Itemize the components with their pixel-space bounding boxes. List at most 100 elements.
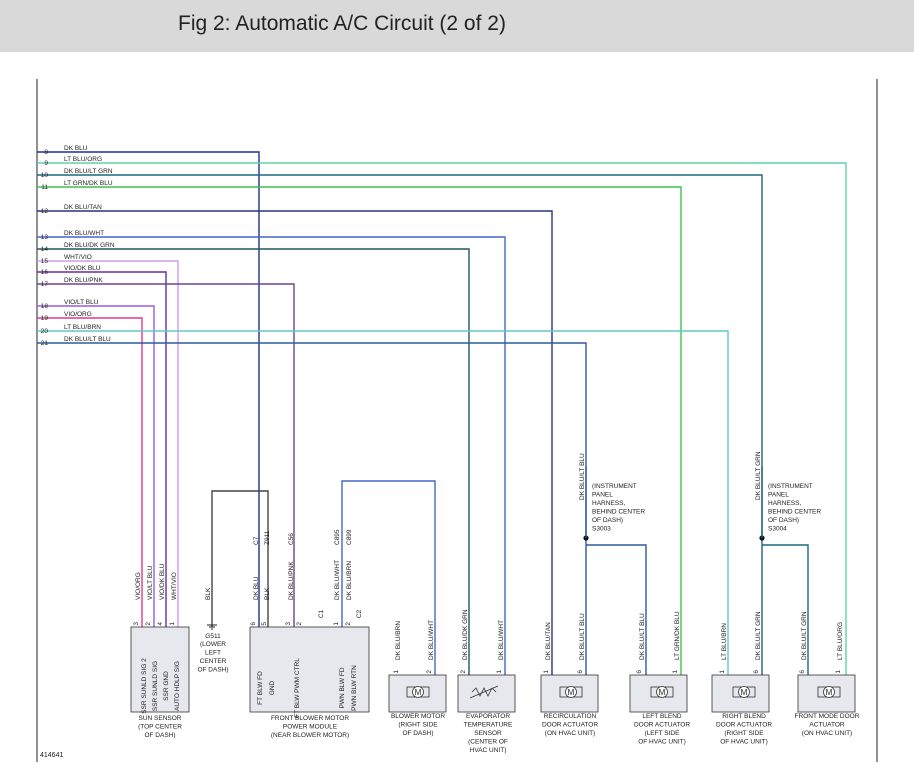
harness-wire-label: VIO/LT BLU <box>64 299 99 306</box>
component-label-line: OF DASH) <box>402 730 433 737</box>
pin-number: 1 <box>496 670 503 674</box>
harness-pin-label: 14 <box>41 246 49 253</box>
vertical-label-auto-hdlp-sig: AUTO HDLP SIG <box>174 661 181 711</box>
component-label-line: BLOWER MOTOR <box>391 713 445 720</box>
pin-number: 2 <box>460 670 467 674</box>
harness-pin-label: 10 <box>41 172 49 179</box>
component-label-line: (ON HVAC UNIT) <box>545 730 595 737</box>
harness-pin-label: 20 <box>41 328 49 335</box>
harness-wire-label: DK BLU/TAN <box>64 204 102 211</box>
wire-17-dk-blu-pnk <box>37 283 295 675</box>
harness-wire-label: DK BLU/DK GRN <box>64 242 115 249</box>
pin-number: 2 <box>426 670 433 674</box>
vertical-label-dk-blu-wht: DK BLU/WHT <box>498 620 505 660</box>
vertical-label-pwn-blw-rtn: PWN BLW RTN <box>351 665 358 711</box>
vertical-label-dk-blu-wht: DK BLU/WHT <box>334 560 341 600</box>
vertical-label-dk-blu-lt-blu: DK BLU/LT BLU <box>579 453 586 500</box>
harness-pin-label: 15 <box>41 258 49 265</box>
wire-15-wht-vio <box>37 260 179 675</box>
ground-location-line: (LOWER <box>200 641 226 648</box>
sun-sensor-box <box>130 626 190 713</box>
connector-label: C1 <box>318 609 325 618</box>
pin-number: 1 <box>333 622 340 626</box>
vertical-label-c56: C56 <box>288 533 295 545</box>
harness-pin-label: 9 <box>44 160 48 167</box>
splice-note-line: PANEL <box>768 492 789 499</box>
vertical-label-lt-blu-org: LT BLU/ORG <box>837 622 844 660</box>
vertical-label-gnd: GND <box>269 680 276 695</box>
blower-module-box <box>249 626 370 713</box>
motor-symbol-circle <box>738 686 750 698</box>
pin-number: 3 <box>285 622 292 626</box>
motor-symbol-label: M <box>741 688 748 697</box>
ground-location-line: CENTER <box>200 658 227 665</box>
component-label-line: SUN SENSOR <box>139 715 182 722</box>
pin-number: 6 <box>799 670 806 674</box>
wire-splice-s3003-left-blend <box>586 544 647 675</box>
pin-number: 6 <box>753 670 760 674</box>
harness-pin-label: 13 <box>41 234 49 241</box>
component-label-line: LEFT BLEND <box>642 713 682 720</box>
component-label-line: EVAPORATOR <box>466 713 510 720</box>
component-label-line: FRONT MODE DOOR <box>795 713 860 720</box>
motor-symbol-label: M <box>415 688 422 697</box>
wires <box>37 151 847 675</box>
component-label-line: DOOR ACTUATOR <box>716 722 772 729</box>
vertical-label-c895: C895 <box>334 529 341 545</box>
vertical-label-ssr-sunld-sig: SSR SUNLD SIG <box>152 661 159 711</box>
vertical-label-dk-blu-pnk: DK BLU/PNK <box>288 561 295 600</box>
wire-blk-ground <box>211 490 269 627</box>
vertical-label-dk-blu-dk-grn: DK BLU/DK GRN <box>462 609 469 660</box>
splice-note-line: OF DASH) <box>592 517 623 524</box>
vertical-label-blk: BLK <box>264 587 271 600</box>
pin-number: 6 <box>250 622 257 626</box>
splice-note-line: BEHIND CENTER <box>592 509 645 516</box>
component-label-line: SENSOR <box>474 730 502 737</box>
thermistor-symbol <box>471 687 497 697</box>
component-label-line: RECIRCULATION <box>544 713 597 720</box>
figure-title: Fig 2: Automatic A/C Circuit (2 of 2) <box>178 12 506 35</box>
component-label-line: (NEAR BLOWER MOTOR) <box>271 732 349 739</box>
pin-number: 3 <box>133 622 140 626</box>
harness-wire-label: DK BLU/WHT <box>64 230 104 237</box>
pin-number: 1 <box>835 670 842 674</box>
harness-wire-label: VIO/ORG <box>64 311 92 318</box>
vertical-label-dk-blu-tan: DK BLU/TAN <box>545 622 552 660</box>
component-label-line: (ON HVAC UNIT) <box>802 730 852 737</box>
wire-splice-s3004-mode <box>762 544 809 675</box>
wire-9-lt-blu-org <box>37 162 847 675</box>
splice-note-line: HARNESS, <box>768 500 801 507</box>
wire-19-vio-org <box>37 317 143 675</box>
vertical-label-dk-blu-wht: DK BLU/WHT <box>428 620 435 660</box>
pin-number: 6 <box>577 670 584 674</box>
pin-number: 2 <box>296 622 303 626</box>
splice-note-line: HARNESS, <box>592 500 625 507</box>
component-label-line: POWER MODULE <box>283 724 338 731</box>
components <box>130 624 856 713</box>
vertical-label-ft-blw-fd: FT BLW FD <box>257 671 264 705</box>
motor-symbol-label: M <box>568 688 575 697</box>
harness-wire-label: DK BLU <box>64 145 88 152</box>
vertical-label-dk-blu-brn: DK BLU/BRN <box>346 561 353 600</box>
pin-number: 1 <box>672 670 679 674</box>
vertical-label-dk-blu-lt-blu: DK BLU/LT BLU <box>639 613 646 660</box>
harness-wire-label: DK BLU/PNK <box>64 277 103 284</box>
motor-symbol-circle <box>823 686 835 698</box>
vertical-label-vio-org: VIO/ORG <box>135 572 142 600</box>
vertical-label-dk-blu-lt-grn: DK BLU/LT GRN <box>755 611 762 660</box>
thermistor-arrow <box>469 685 499 699</box>
motor-symbol-circle <box>412 686 424 698</box>
vertical-label-dk-blu-lt-grn: DK BLU/LT GRN <box>755 451 762 500</box>
wire-16-vio-dk-blu <box>37 271 167 675</box>
title-bar: Fig 2: Automatic A/C Circuit (2 of 2) <box>0 0 914 52</box>
pin-number: 6 <box>636 670 643 674</box>
component-label-line: OF DASH) <box>144 732 175 739</box>
connector-label: C2 <box>356 609 363 618</box>
splice-note-line: (INSTRUMENT <box>768 483 813 490</box>
harness-wire-label: VIO/DK BLU <box>64 265 101 272</box>
wire-11-lt-grn-dk-blu <box>37 186 682 675</box>
splice-note-line: PANEL <box>592 492 613 499</box>
component-label-line: (LEFT SIDE <box>645 730 681 737</box>
